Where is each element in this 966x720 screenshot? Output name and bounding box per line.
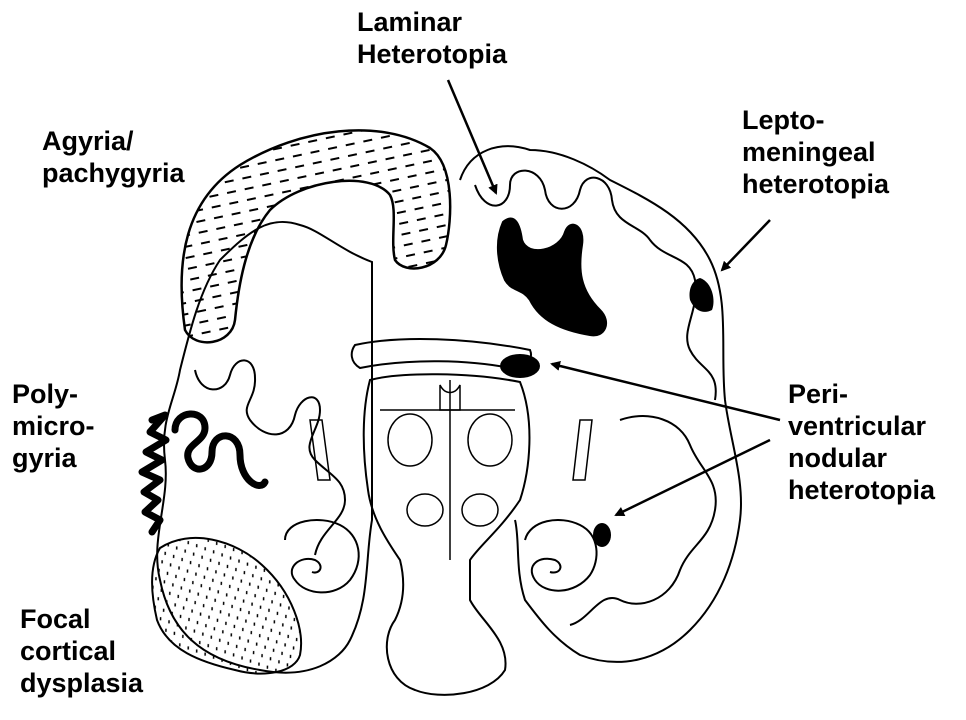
label-agyria-pachygyria: Agyria/pachygyria (42, 125, 185, 189)
left-hippocampus (285, 520, 359, 592)
left-thalamus (388, 414, 432, 466)
focal-cortical-dysplasia-region (152, 538, 301, 674)
right-ventricle (573, 420, 592, 480)
agyria-region (182, 130, 451, 342)
periventricular-nodule-lower (593, 523, 611, 547)
periventricular-nodule-upper (500, 354, 540, 378)
right-nucleus (462, 494, 498, 526)
laminar-heterotopia-region (498, 218, 606, 335)
laminar-arrow (448, 80, 496, 193)
label-polymicrogyria: Poly-micro-gyria (12, 378, 95, 474)
right-lower-gyri (570, 416, 716, 625)
right-thalamus (468, 414, 512, 466)
left-gyri (195, 360, 345, 555)
right-hippocampus (525, 520, 597, 591)
leptomeningeal-arrow (722, 220, 770, 270)
polymicrogyria-region (142, 414, 265, 532)
left-nucleus (407, 494, 443, 526)
midline-structures (364, 374, 530, 695)
periventricular-arrow-upper (552, 364, 780, 420)
